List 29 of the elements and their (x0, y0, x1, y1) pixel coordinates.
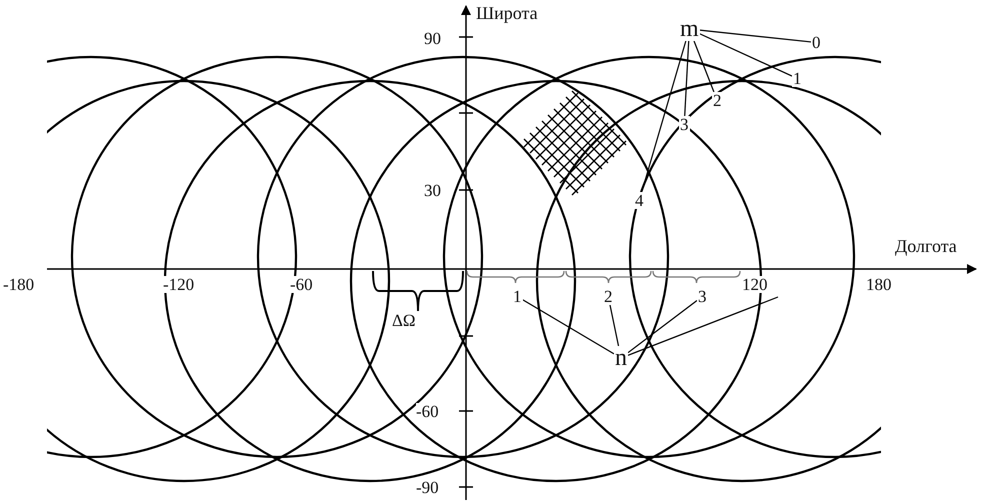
axis-tick-label: -60 (290, 276, 313, 293)
leader-line (641, 40, 686, 192)
axis-tick-label: 180 (866, 276, 892, 293)
leader-line (684, 40, 690, 116)
callout-number: 2 (712, 92, 722, 109)
leader-line (628, 296, 778, 356)
axis-tick-label: 120 (742, 276, 768, 293)
callout-number: 3 (679, 116, 690, 133)
axis-tick-label: -60 (416, 403, 439, 420)
leader-line (700, 30, 812, 43)
leader-line (609, 304, 620, 346)
callout-number: 1 (792, 70, 802, 87)
callout-number: 0 (811, 34, 822, 51)
leader-line (693, 40, 714, 92)
callout-number: 1 (512, 288, 522, 305)
callout-number: 3 (697, 288, 708, 305)
axis-tick-label: 30 (424, 182, 441, 199)
axis-tick-label: -120 (163, 276, 194, 293)
axis-tick-label: 90 (424, 30, 441, 47)
leader-line (522, 299, 614, 354)
delta-omega-label: ΔΩ (392, 312, 416, 329)
axis-tick-label: -90 (416, 479, 439, 496)
axis-title: Широта (476, 4, 538, 22)
leader-line (628, 300, 698, 354)
axis-tick-label: -180 (3, 276, 34, 293)
leader-line (699, 33, 792, 77)
axis-title: Долгота (895, 237, 957, 255)
callout-number: 2 (603, 288, 614, 305)
callout-number: 4 (634, 192, 644, 209)
